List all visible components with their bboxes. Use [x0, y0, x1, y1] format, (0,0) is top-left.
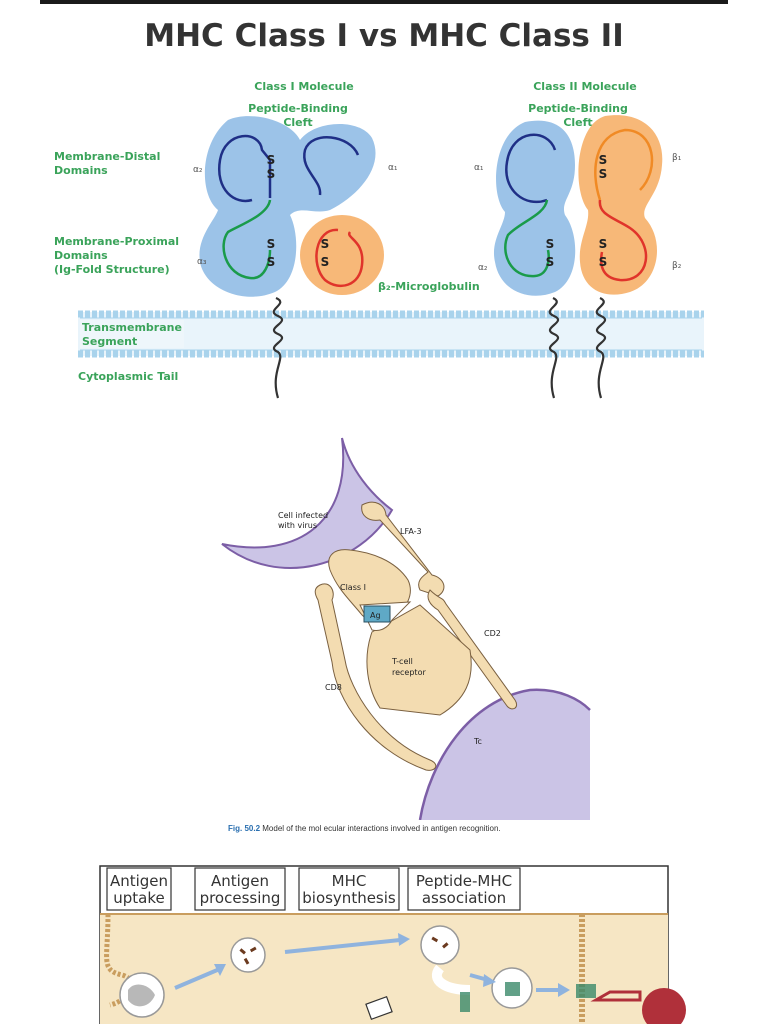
step-box-processing [194, 867, 286, 911]
antigen [363, 605, 391, 623]
proximal-label-line3: (Ig-Fold Structure) [54, 263, 170, 276]
class1-cleft-line2: Cleft [283, 116, 312, 129]
infected-cell-label-line2: with virus [278, 521, 317, 530]
figure-caption: Fig. 50.2 Model of the mol ecular intera… [228, 824, 501, 833]
step-uptake-line2: uptake [113, 889, 164, 907]
microglobulin-label: β₂-Microglobulin [378, 280, 480, 293]
antigen-pathway-diagram: Antigen uptake Antigen processing MHC bi… [99, 865, 686, 1024]
transmembrane-label-line2: Segment [82, 335, 137, 348]
class2-molecule [493, 115, 663, 399]
proximal-label-line1: Membrane-Proximal [54, 235, 179, 248]
class2-beta1-label: β₁ [672, 153, 682, 163]
responding-tcell [642, 988, 686, 1024]
pathway-steps [106, 867, 521, 911]
class2-title: Class II Molecule [533, 80, 637, 93]
cd8-label: CD8 [325, 683, 342, 692]
class1-ss2a: S [267, 237, 276, 251]
processing-vesicle [230, 937, 266, 973]
cell-membrane [78, 310, 704, 358]
class2-ss3b: S [599, 255, 608, 269]
class1-ss3b: S [321, 255, 330, 269]
step-biosynthesis-line2: biosynthesis [302, 889, 396, 907]
top-rule [40, 0, 728, 4]
class1-cleft-line1: Peptide-Binding [248, 102, 348, 115]
distal-label-line1: Membrane-Distal [54, 150, 160, 163]
mhc-structure-diagram: Class I Molecule Class II Molecule Pepti… [54, 80, 704, 399]
tc-label: Tc [473, 737, 482, 746]
surface-mhc [576, 984, 642, 1002]
caption-fig-number: Fig. 50.2 [228, 824, 261, 833]
class2-alpha1-label: α₁ [474, 163, 484, 173]
class1-alpha2-label: α₂ [193, 165, 203, 175]
lfa3-label: LFA-3 [400, 527, 422, 536]
step-processing-line2: processing [200, 889, 281, 907]
tcell-interaction-diagram: Cell infected with virus LFA-3 Class I A… [221, 437, 591, 820]
class1-ss1b: S [267, 167, 276, 181]
step-uptake-line1: Antigen [110, 872, 168, 890]
step-association-line2: association [422, 889, 506, 907]
tcr-label-line1: T-cell [391, 657, 413, 666]
class2-ss1a: S [546, 237, 555, 251]
infected-cell [221, 437, 394, 569]
tc-cell [420, 689, 590, 820]
fusion-vesicle [420, 925, 460, 965]
class2-alpha2-label: α₂ [478, 263, 488, 273]
step-processing-line1: Antigen [211, 872, 269, 890]
class1-label: Class I [340, 583, 366, 592]
cytoplasmic-label: Cytoplasmic Tail [78, 370, 178, 383]
class1-alpha3-label: α₃ [197, 257, 207, 267]
class1-ss3a: S [321, 237, 330, 251]
cd2-label: CD2 [484, 629, 501, 638]
class1-alpha1-label: α₁ [388, 163, 398, 173]
tcr-label-line2: receptor [392, 668, 426, 677]
class2-ss2b: S [599, 167, 608, 181]
caption-text: Model of the mol ecular interactions inv… [262, 824, 501, 833]
class1-molecule [199, 116, 384, 399]
class2-beta2-label: β₂ [672, 261, 682, 271]
infected-cell-label-line1: Cell infected [278, 511, 328, 520]
class2-cleft-line2: Cleft [563, 116, 592, 129]
distal-label-line2: Domains [54, 164, 108, 177]
class1-ss2b: S [267, 255, 276, 269]
step-association-line1: Peptide-MHC [416, 872, 512, 890]
step-biosynthesis-line1: MHC [332, 872, 367, 890]
class2-ss1b: S [546, 255, 555, 269]
tcell-receptor [366, 604, 472, 716]
class2-cleft-line1: Peptide-Binding [528, 102, 628, 115]
antigen-label: Ag [370, 611, 381, 620]
class2-ss2a: S [599, 153, 608, 167]
step-box-uptake [106, 867, 172, 911]
cd2-molecule [427, 589, 518, 710]
step-box-biosynthesis [298, 867, 400, 911]
proximal-label-line2: Domains [54, 249, 108, 262]
step-box-association [407, 867, 521, 911]
class2-ss3a: S [599, 237, 608, 251]
pathway-arrows [174, 933, 570, 997]
mhc-molecule-icon [460, 992, 470, 1012]
cd8-molecule [314, 583, 437, 771]
page-title: MHC Class I vs MHC Class II [144, 18, 624, 54]
class1-ss1a: S [267, 153, 276, 167]
transmembrane-label-line1: Transmembrane [82, 321, 182, 334]
class1-title: Class I Molecule [254, 80, 353, 93]
